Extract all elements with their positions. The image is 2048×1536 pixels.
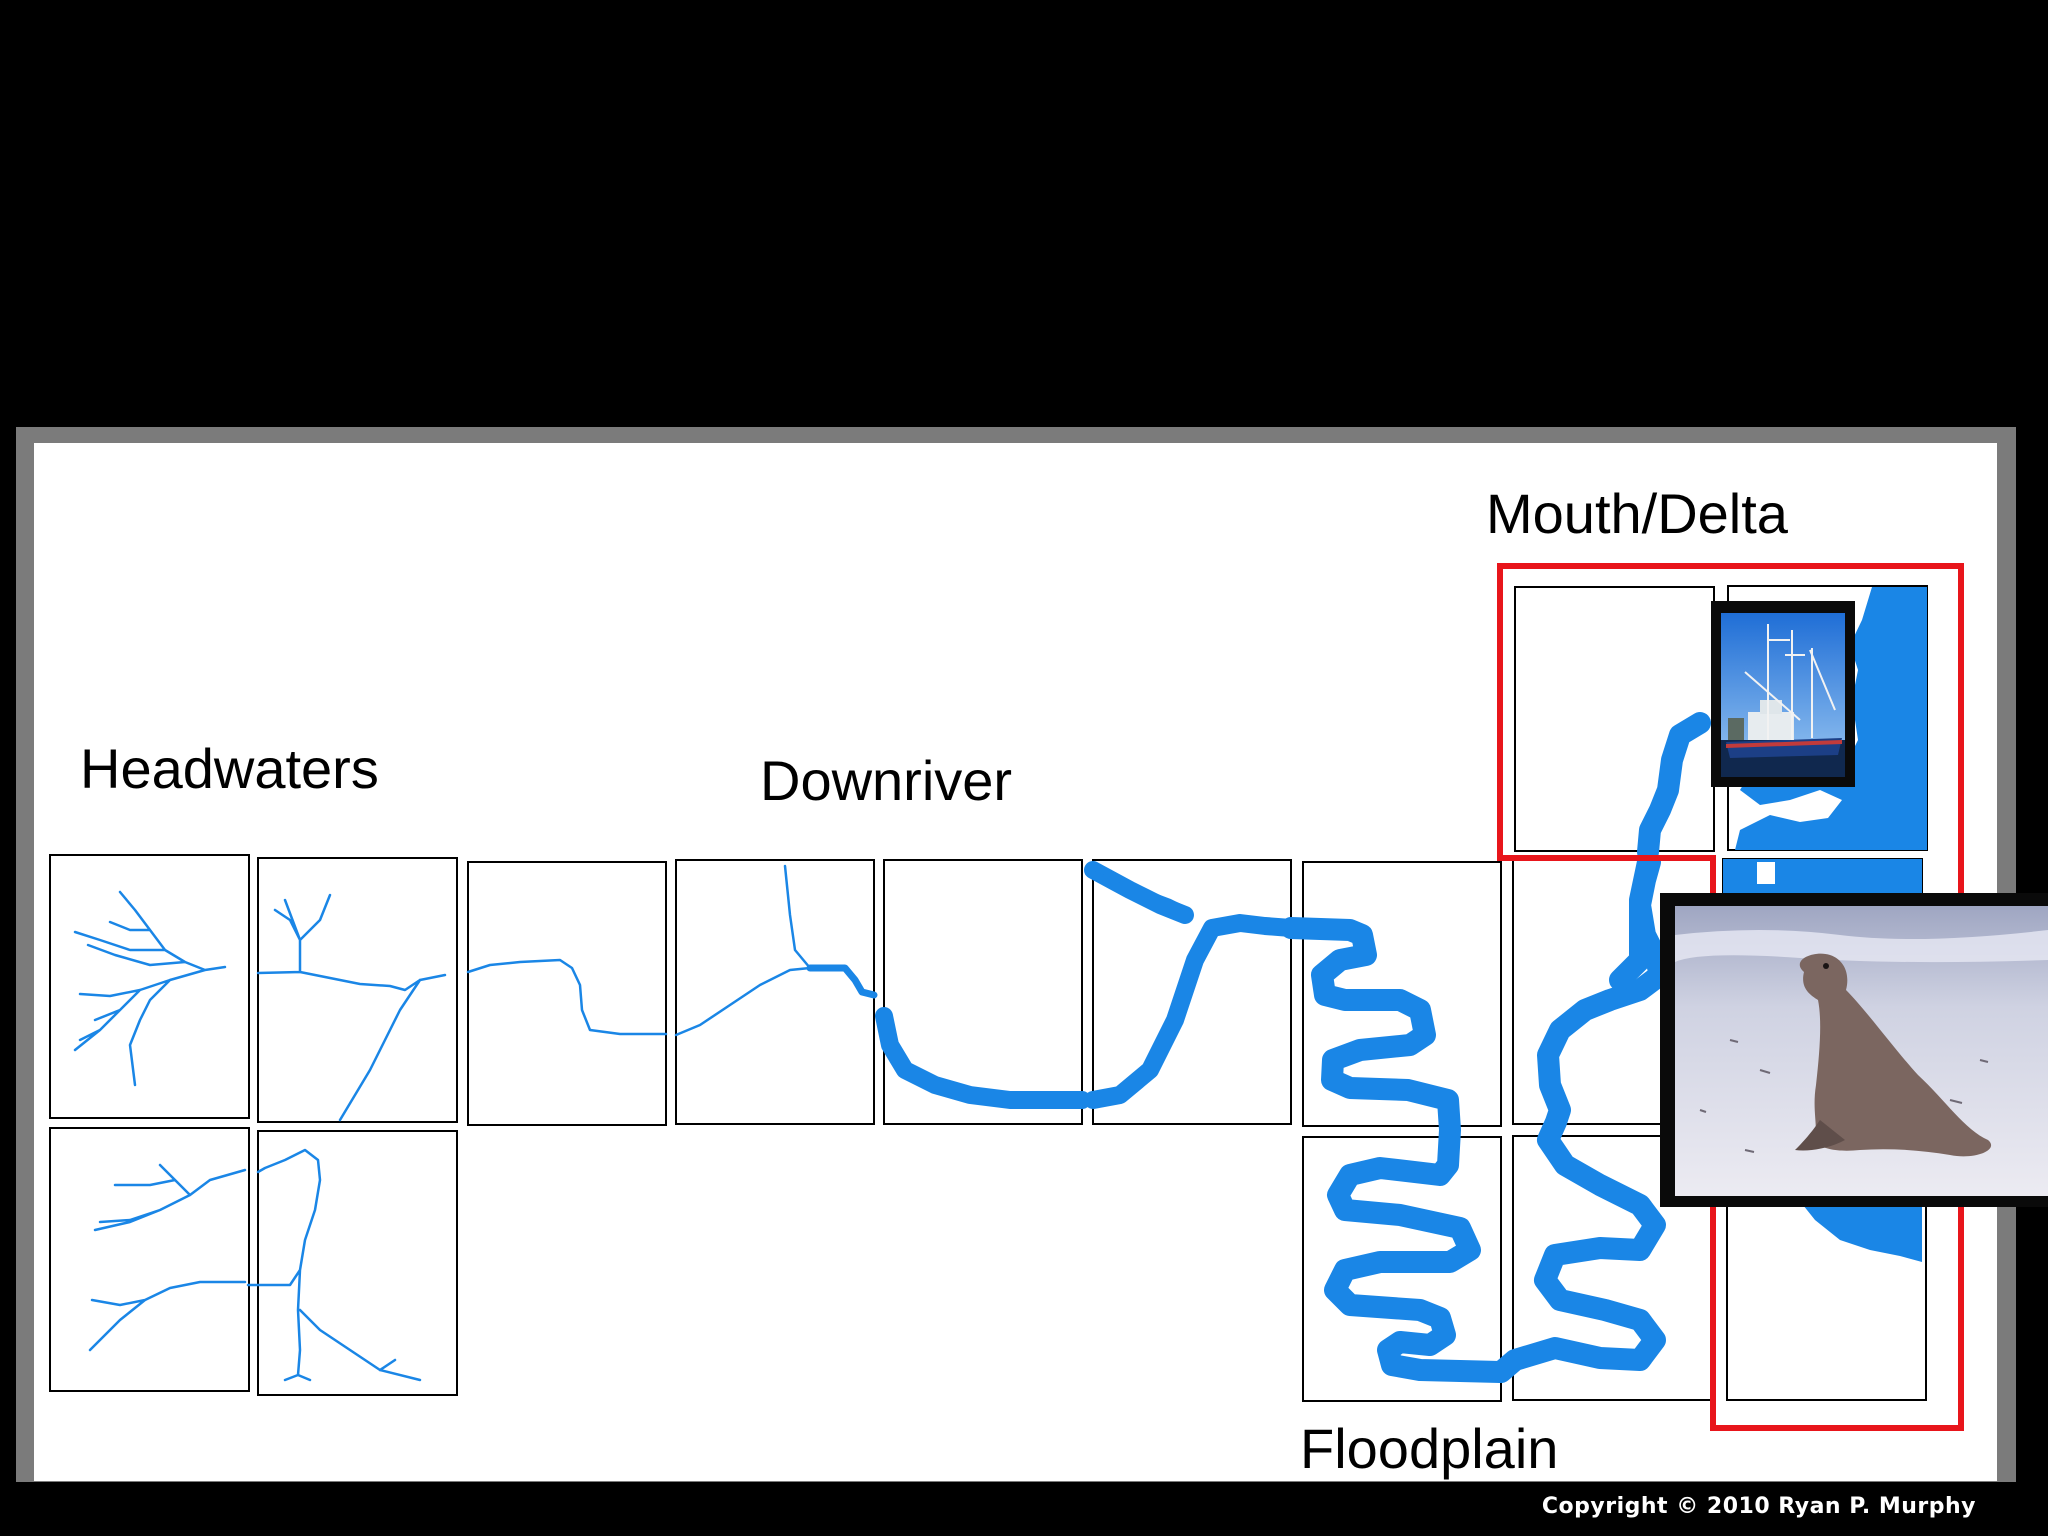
- mouth-delta-label: Mouth/Delta: [1486, 482, 1789, 545]
- boat-photo: [1711, 601, 1855, 787]
- floodplain-meander-1: [1280, 917, 1511, 1383]
- delta-panel-1: [1514, 586, 1715, 852]
- downriver-stream-2: [674, 864, 812, 1037]
- headwaters-panel-1: [49, 854, 250, 1119]
- downriver-panels: [466, 859, 1300, 1126]
- sea-lion-eye: [1823, 963, 1829, 969]
- headwaters-stream-4: [246, 1148, 422, 1382]
- sea-lion-surf: [1675, 930, 2048, 963]
- headwaters-stream-3: [88, 1163, 247, 1352]
- downriver-stream-4b: [1091, 870, 1192, 912]
- mouth-delta-highlight: [1497, 563, 1964, 1431]
- sea-lion-body: [1799, 953, 1992, 1157]
- floodplain-meander-2: [1490, 851, 1671, 1383]
- floodplain-label: Floodplain: [1300, 1417, 1558, 1480]
- downriver-stream-2b: [806, 964, 878, 999]
- headwaters-panel-3: [49, 1127, 250, 1392]
- delta-channel: [1637, 712, 1711, 863]
- boat-stripe: [1726, 740, 1842, 748]
- boat-wheelhouse: [1760, 700, 1782, 714]
- downriver-panel-2: [675, 859, 875, 1125]
- delta-channel-2: [1609, 851, 1659, 991]
- downriver-panel-1: [467, 861, 667, 1126]
- headwaters-panel-2: [257, 857, 458, 1123]
- sea-lion-photo: [1660, 893, 2048, 1207]
- headwaters-panels: [49, 854, 458, 1396]
- delta-gap: [1757, 862, 1775, 884]
- headwaters-label: Headwaters: [80, 737, 379, 800]
- copyright-notice: Copyright © 2010 Ryan P. Murphy: [1541, 1494, 1976, 1519]
- downriver-stream-4: [1084, 861, 1300, 1109]
- headwaters-panel-4: [257, 1130, 458, 1396]
- downriver-stream-3: [875, 1007, 1091, 1109]
- downriver-stream-1: [466, 958, 668, 1036]
- sea-lion-flipper: [1795, 1120, 1845, 1151]
- sea-lion-pebbles: [1699, 1039, 1989, 1153]
- headwaters-stream-2: [256, 893, 447, 1122]
- boat-cabin: [1748, 712, 1794, 740]
- downriver-label: Downriver: [760, 749, 1012, 812]
- headwaters-stream-1: [73, 890, 227, 1087]
- boat-masts: [1744, 624, 1836, 740]
- boat-nets: [1728, 718, 1744, 740]
